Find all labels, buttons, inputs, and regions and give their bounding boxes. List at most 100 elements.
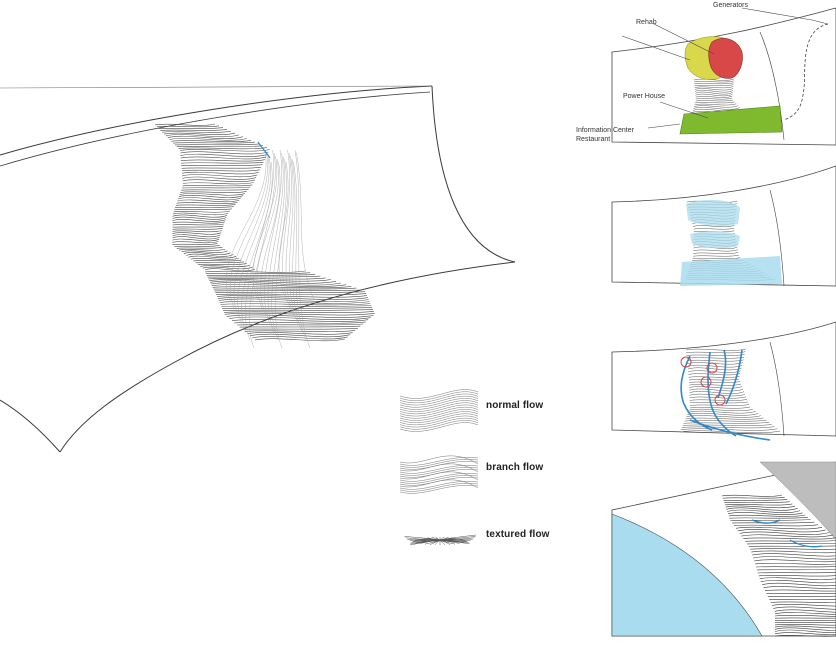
main-contour-line <box>182 172 259 174</box>
main-contour-line <box>191 258 239 259</box>
panel3-contour-line <box>688 365 743 367</box>
leader-generators <box>742 8 828 24</box>
panel4-contour-line <box>738 529 826 532</box>
main-contour-line <box>196 262 245 263</box>
main-contour-line <box>181 189 248 190</box>
panel1-contour-line <box>696 94 733 96</box>
main-contour-line <box>179 195 243 197</box>
main-contour-line <box>182 187 251 188</box>
main-contour-line <box>173 235 221 237</box>
main-contour-line <box>174 245 219 246</box>
panel2-contour-line <box>693 250 737 251</box>
main-thread-line <box>294 162 307 340</box>
main-base-contour-line <box>222 307 372 308</box>
panel3-contour-line <box>686 418 764 419</box>
panel4-contour-line <box>766 593 836 594</box>
main-contour-line <box>155 124 215 125</box>
main-contour-line <box>179 249 225 250</box>
legend-branch-line <box>400 483 478 491</box>
closeup-roof-slab <box>760 462 836 540</box>
panel4-contour-line <box>723 497 785 498</box>
main-base-contour-line <box>242 328 358 329</box>
panel4-contour-line <box>775 622 836 623</box>
main-contour-line <box>180 193 245 195</box>
main-base-contour-line <box>220 304 370 305</box>
panel4-contour-line <box>761 580 836 583</box>
panel-closeup <box>612 462 836 636</box>
main-base-contour-line <box>208 278 325 279</box>
panel1-contour-line <box>695 90 733 92</box>
main-base-contour-line <box>217 295 367 297</box>
main-contour-line <box>173 228 223 229</box>
main-contour-line <box>173 244 218 245</box>
panel4-contour-line <box>722 495 782 496</box>
panel4-contour-line <box>726 506 795 508</box>
panel2-water-mid <box>690 231 740 248</box>
panel4-contour-line <box>755 563 836 564</box>
panel4-contour-line <box>725 504 792 505</box>
main-contour-line <box>180 191 246 192</box>
main-contour-line <box>174 209 232 210</box>
panel4-contour-line <box>775 628 836 631</box>
main-contour-line <box>200 265 249 266</box>
main-contour-line <box>177 200 239 202</box>
panel4-contour-line <box>775 619 836 620</box>
leader-rehab-2 <box>622 36 690 60</box>
panel1-contour-line <box>694 81 734 82</box>
main-thread-line <box>279 162 288 300</box>
leader-info <box>648 124 680 128</box>
main-contour-line <box>180 149 270 151</box>
label-power-house: Power House <box>623 93 665 101</box>
legend-branch-line <box>400 456 478 464</box>
panel3-contour-line <box>690 391 745 393</box>
panel2-contour-line <box>693 255 739 256</box>
panel4-contour-line <box>734 525 818 526</box>
panel3-contour-line <box>686 416 761 418</box>
panel4-contour-line <box>753 556 836 559</box>
panel4-contour-line <box>727 510 800 513</box>
panel4-contour-line <box>760 578 836 580</box>
main-base-contour-line <box>245 330 356 331</box>
panel4-contour-line <box>757 569 836 570</box>
main-contour-line <box>183 185 253 186</box>
panel1-contour-line <box>694 83 733 84</box>
panel4-contour-line <box>765 590 836 591</box>
panel4-contour-line <box>759 575 836 576</box>
main-contour-line <box>171 140 251 141</box>
legend-label-branch-flow: branch flow <box>486 462 543 473</box>
panel3-contour-line <box>690 407 750 408</box>
legend-label-normal-flow: normal flow <box>486 400 543 411</box>
panel3-contour-line <box>689 376 740 377</box>
main-base-contour-line <box>206 273 310 274</box>
main-contour-line <box>182 174 257 176</box>
main-contour-line <box>177 247 223 248</box>
main-contour-line <box>183 183 254 184</box>
main-contour-line <box>177 202 238 203</box>
panel1-contour-line <box>695 102 735 103</box>
panel1-contour-line <box>695 85 734 86</box>
panel2-contour-line <box>694 228 734 229</box>
main-contour-line <box>182 167 262 168</box>
panel4-contour-line <box>724 502 790 503</box>
main-contour-line <box>174 211 231 212</box>
label-rehab: Rehab <box>636 19 657 27</box>
legend <box>400 390 478 545</box>
main-contour-line <box>181 162 264 163</box>
main-contour-line <box>173 213 228 215</box>
main-base-contour-line <box>221 306 371 307</box>
dam-wall-left-curve <box>0 400 60 452</box>
main-contour-line <box>179 148 267 149</box>
panel4-contour-line <box>754 560 836 562</box>
panel3-blue-streams <box>681 350 770 440</box>
panel-program <box>612 8 836 145</box>
panel1-contour-line <box>694 106 738 108</box>
main-contour-line <box>173 231 223 232</box>
panel4-contour-line <box>772 604 836 606</box>
panel4-contour-line <box>771 602 836 603</box>
panel3-contour-line <box>688 411 755 413</box>
main-contour-line <box>182 170 260 171</box>
main-contour-line <box>183 180 255 182</box>
panel4-contour-line <box>775 624 836 625</box>
